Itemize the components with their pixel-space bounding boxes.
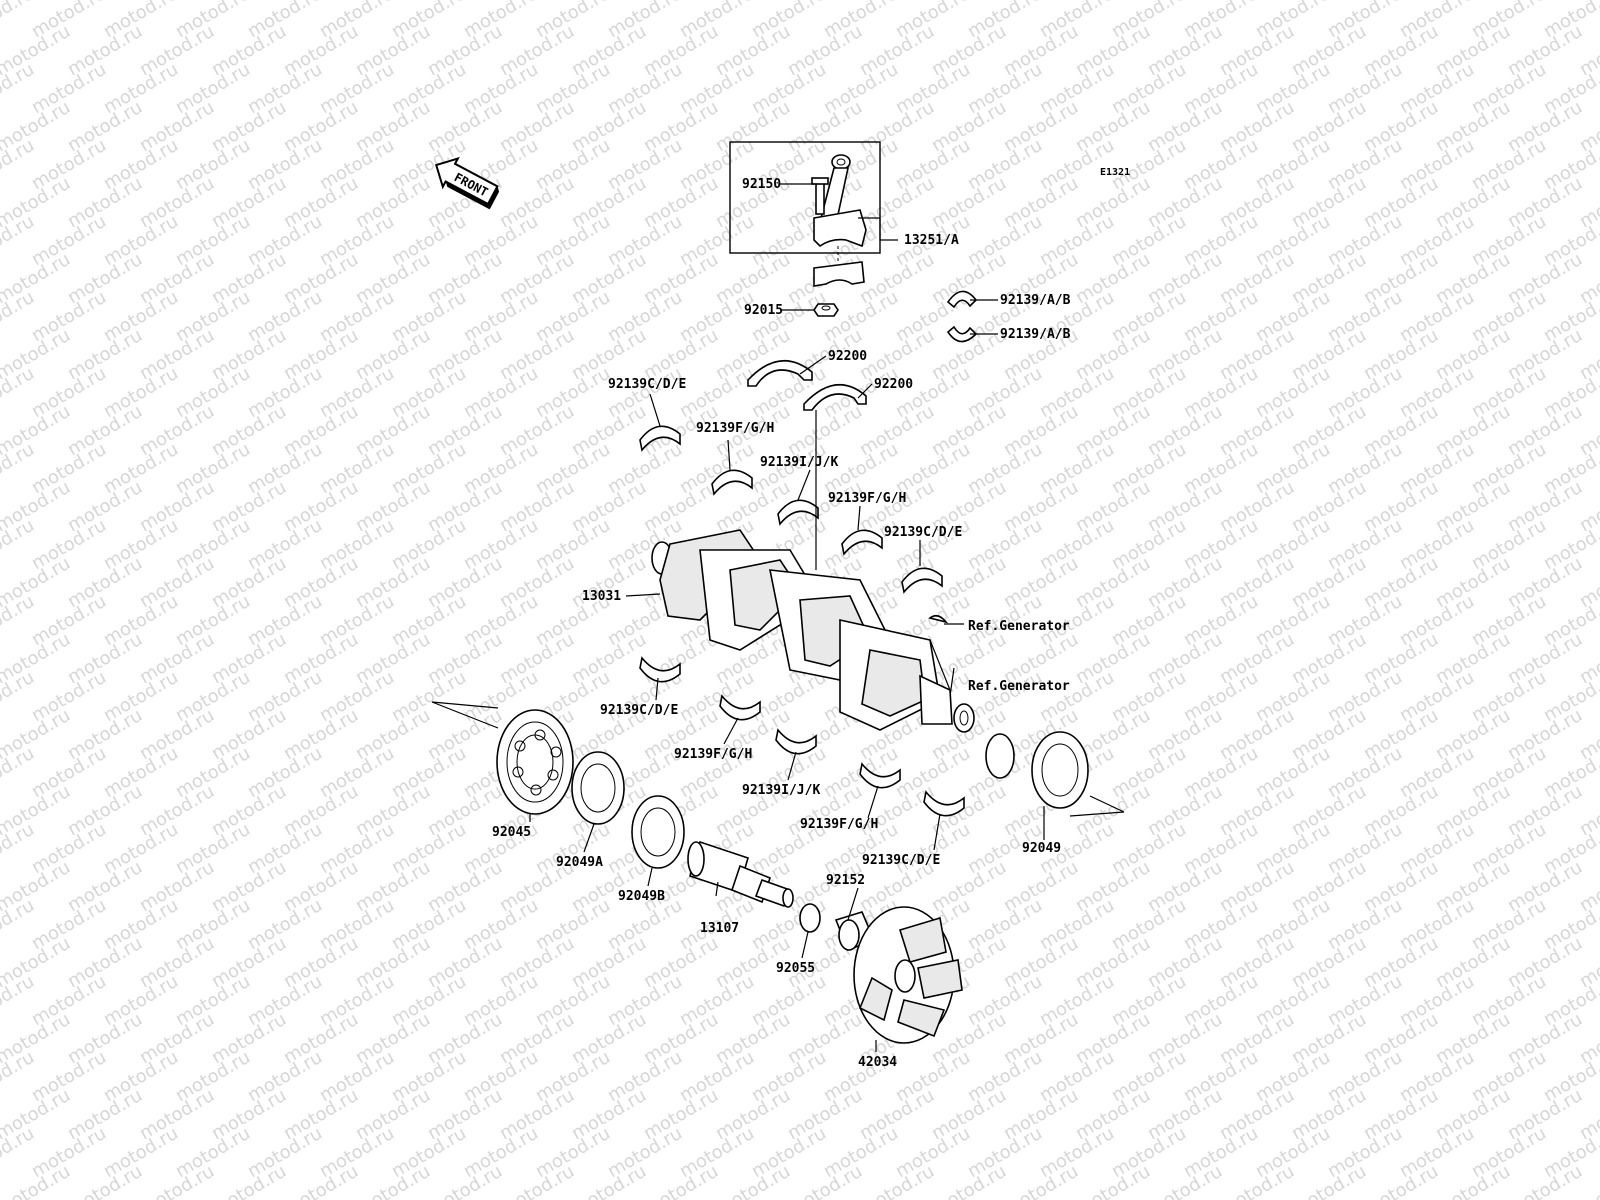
- coupling: [853, 906, 963, 1044]
- connecting-rod: [813, 154, 867, 287]
- bearing-shell-ijk-top: [777, 499, 819, 526]
- label-92139fgh-mid: 92139F/G/H: [828, 491, 906, 506]
- label-92139fgh-top: 92139F/G/H: [696, 421, 774, 436]
- bearing-shell-ab-2: [946, 325, 978, 343]
- label-92139ab-2: 92139/A/B: [1000, 327, 1071, 342]
- oil-seal-right: [1031, 731, 1089, 809]
- label-92139cde-top: 92139C/D/E: [608, 377, 686, 392]
- label-92055: 92055: [776, 961, 815, 976]
- label-42034: 42034: [858, 1055, 897, 1070]
- label-13031: 13031: [582, 589, 621, 604]
- label-92200-2: 92200: [874, 377, 913, 392]
- label-92139fgh-low: 92139F/G/H: [674, 747, 752, 762]
- label-92139cde-mid: 92139C/D/E: [884, 525, 962, 540]
- label-92049b: 92049B: [618, 889, 665, 904]
- label-13251a: 13251/A: [904, 233, 959, 248]
- bearing-shell-cde-mid: [901, 567, 943, 594]
- bearing-shell-cde-bot: [923, 790, 965, 817]
- thrust-washer-1: [747, 359, 813, 387]
- label-92139ab-1: 92139/A/B: [1000, 293, 1071, 308]
- label-92139fgh-bot: 92139F/G/H: [800, 817, 878, 832]
- label-92049: 92049: [1022, 841, 1061, 856]
- part-labels: 92150 13251/A 92015 92139/A/B 92139/A/B …: [492, 177, 1071, 1070]
- diagram-code: E1321: [1100, 167, 1130, 178]
- label-92139cde-left: 92139C/D/E: [600, 703, 678, 718]
- bearing-shell-fgh-top: [711, 469, 753, 496]
- connecting-rod-box: [729, 141, 881, 254]
- label-92139ijk-top: 92139I/J/K: [760, 455, 838, 470]
- bolt: [811, 177, 829, 215]
- ball-bearing: [496, 709, 574, 815]
- oil-seal-b: [631, 795, 685, 869]
- label-92152: 92152: [826, 873, 865, 888]
- bearing-shell-fgh-bot: [859, 762, 901, 789]
- o-ring: [799, 903, 821, 933]
- coupling-shaft: [687, 840, 794, 908]
- label-13107: 13107: [700, 921, 739, 936]
- label-ref-generator-2: Ref.Generator: [968, 679, 1070, 694]
- bearing-shell-fgh-mid: [841, 529, 883, 556]
- crankshaft: [651, 529, 975, 733]
- label-92049a: 92049A: [556, 855, 603, 870]
- label-92139ijk-low: 92139I/J/K: [742, 783, 820, 798]
- woodruff-key: [928, 614, 949, 624]
- bearing-shell-cde-top: [639, 425, 681, 452]
- label-92150: 92150: [742, 177, 781, 192]
- thrust-washer-2: [803, 383, 867, 411]
- bearing-shell-ijk-low: [775, 728, 817, 755]
- front-arrow-icon: FRONT: [434, 156, 500, 210]
- bearing-shell-cde-left: [639, 656, 681, 683]
- label-92015: 92015: [744, 303, 783, 318]
- leader-lines: [431, 183, 1125, 1052]
- oil-seal-a: [571, 751, 625, 825]
- label-92139cde-bot: 92139C/D/E: [862, 853, 940, 868]
- seal-ring: [985, 733, 1015, 779]
- bearing-shell-fgh-low: [719, 694, 761, 721]
- label-92200-1: 92200: [828, 349, 867, 364]
- bearing-shell-ab-1: [946, 290, 978, 309]
- label-92045: 92045: [492, 825, 531, 840]
- nut: [813, 303, 839, 317]
- label-ref-generator-1: Ref.Generator: [968, 619, 1070, 634]
